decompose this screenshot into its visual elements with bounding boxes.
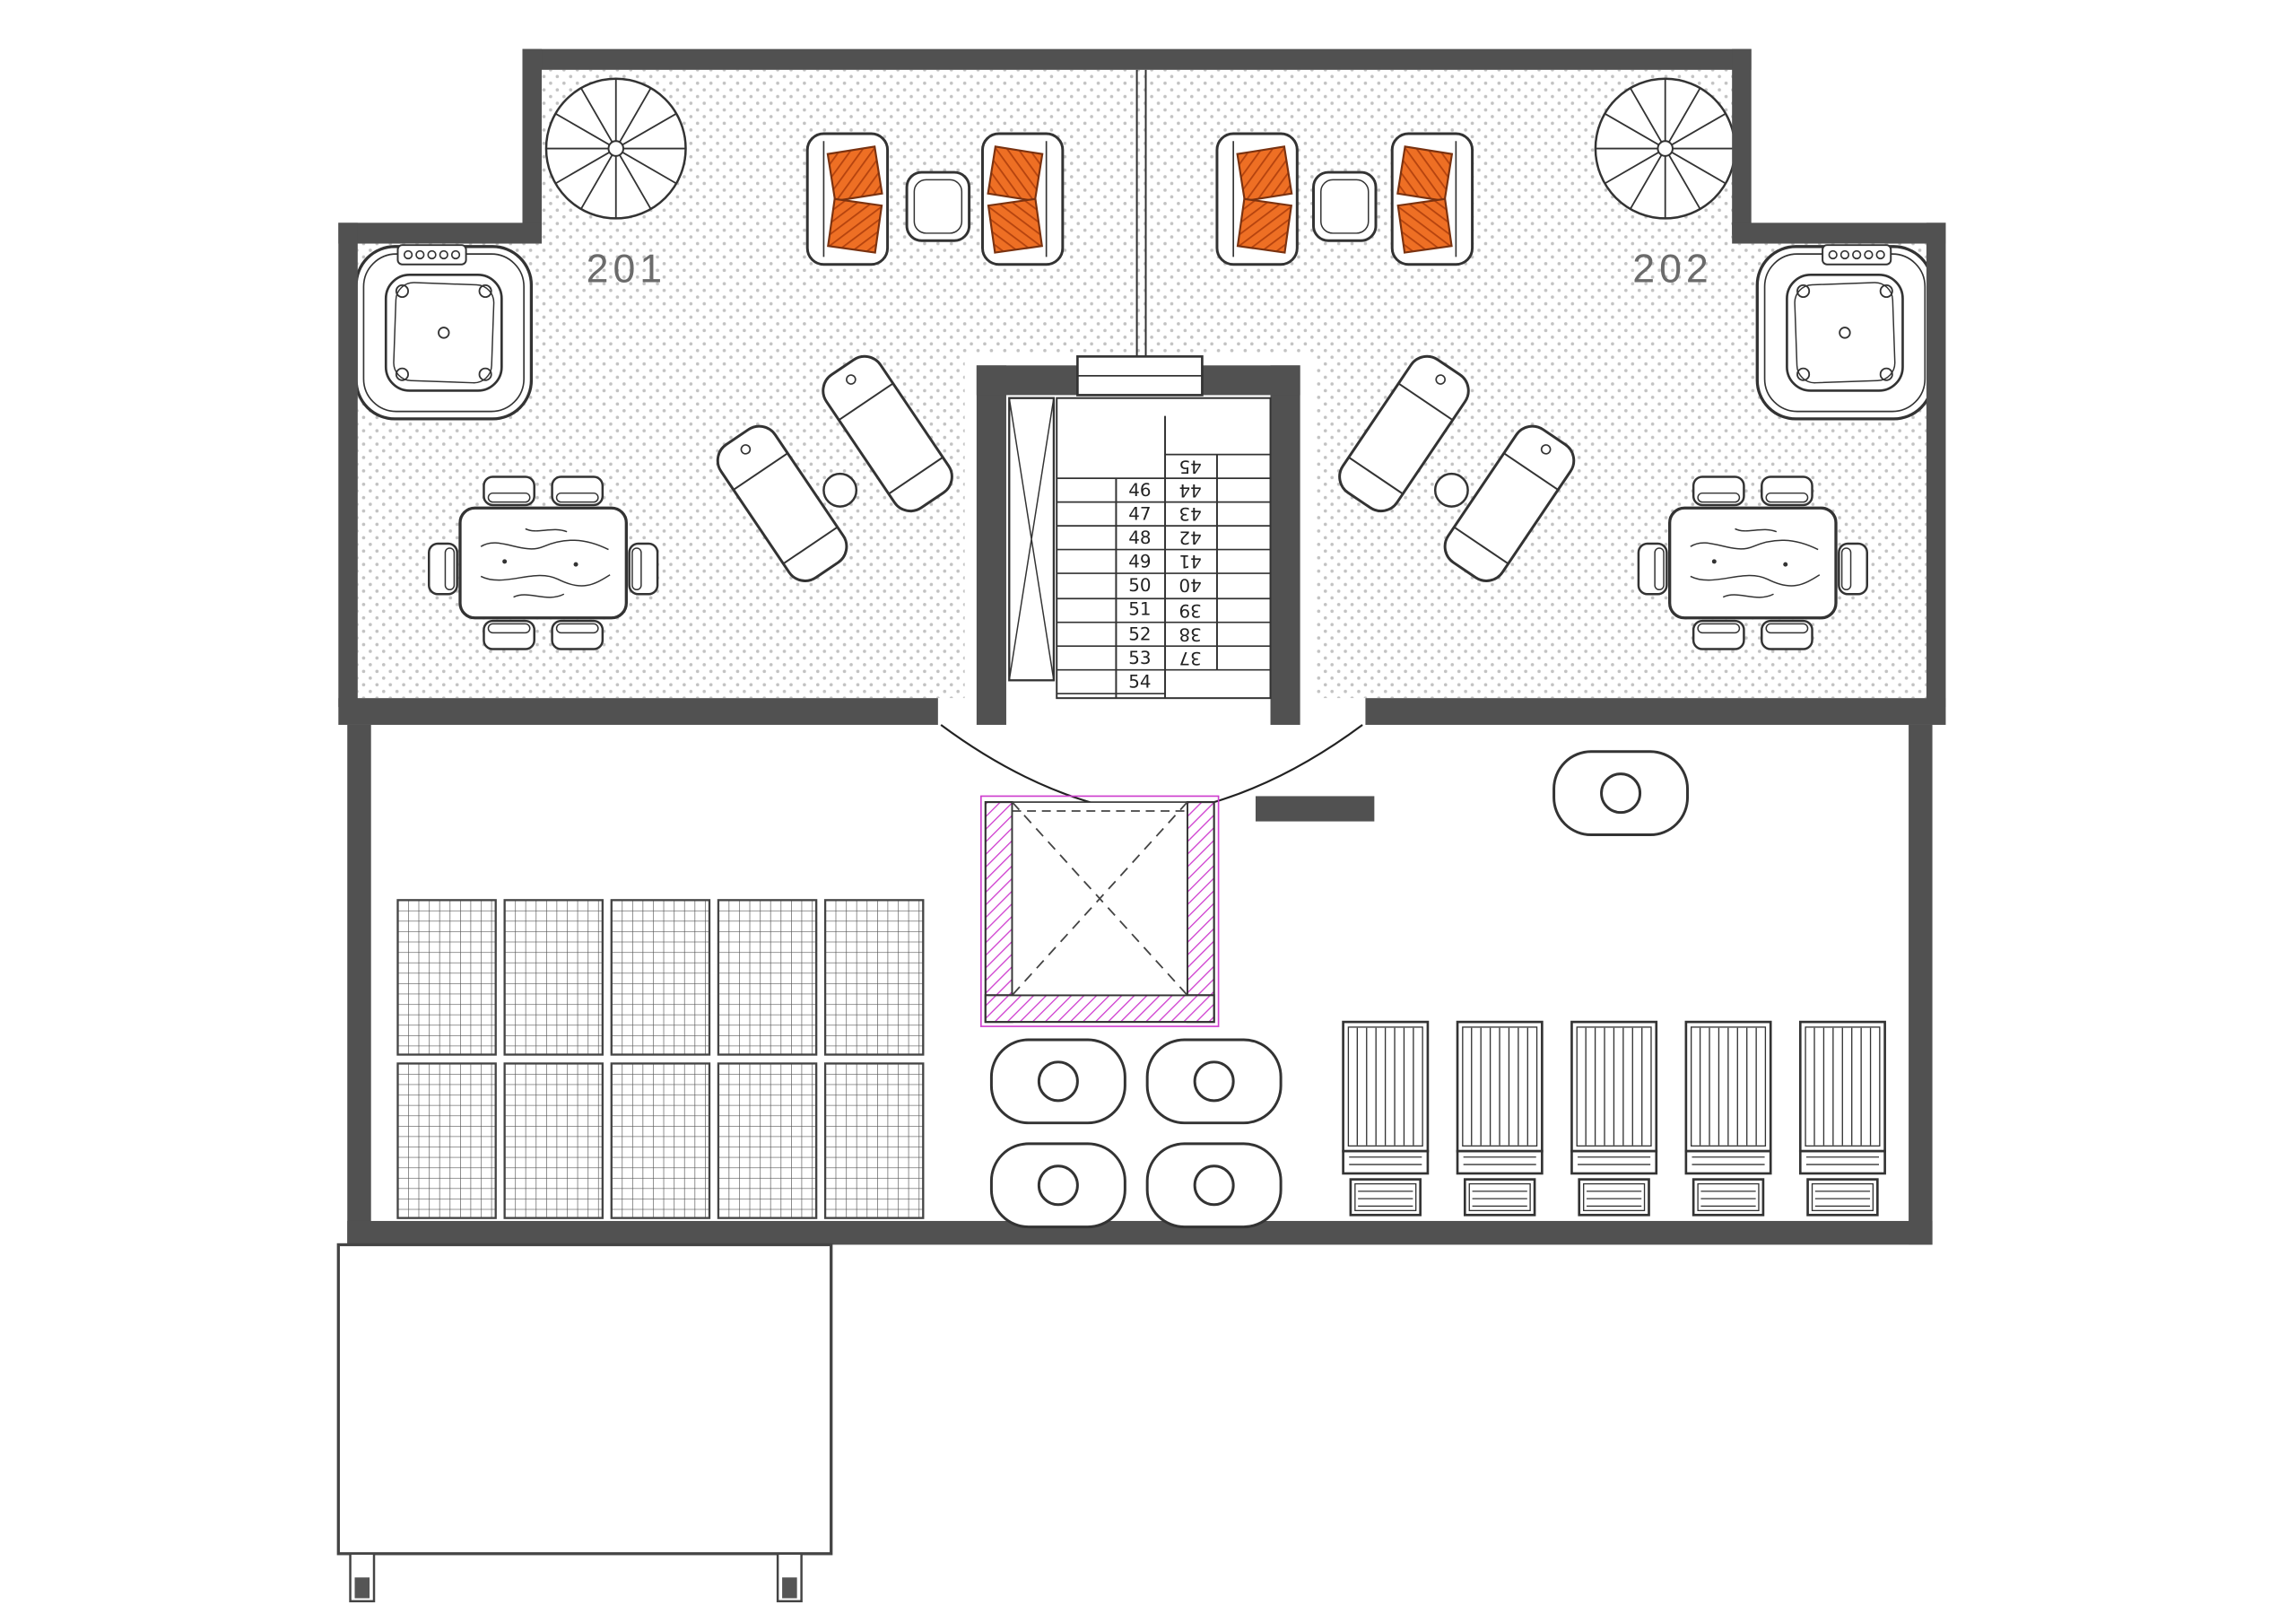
parasol-right	[1594, 77, 1736, 220]
stair-number: 53	[1128, 648, 1151, 668]
sofa	[1392, 134, 1472, 265]
stair-number: 49	[1128, 551, 1151, 571]
trellis-panel	[823, 899, 925, 1056]
duct-shaft	[1008, 397, 1056, 682]
trellis-panel	[503, 899, 604, 1056]
stair-number: 43	[1179, 503, 1202, 524]
parasol-left	[544, 77, 687, 220]
round-table	[1145, 1038, 1283, 1125]
chaise-pair-left	[709, 347, 961, 590]
staircase: 46 47 48 49 50 51 52 53 54 45 44 43 42 4…	[1008, 397, 1272, 700]
trellis-panel	[396, 899, 497, 1056]
wall-step-right	[1732, 222, 1946, 244]
elevator-wall-left	[984, 800, 1013, 1024]
wall-left	[338, 222, 358, 708]
unit-divider-wall	[1135, 69, 1147, 357]
lower-wall-left	[347, 724, 371, 1245]
stair-number: 51	[1128, 598, 1151, 619]
elevator-wall-right	[1186, 800, 1215, 1024]
wall-mid-left	[338, 698, 938, 725]
trellis-panel	[503, 1062, 604, 1219]
wall-upper-right	[1732, 48, 1752, 235]
unit-202-label: 202	[1632, 248, 1712, 292]
stair-number: 45	[1179, 456, 1202, 476]
elevator-cross	[1011, 801, 1188, 996]
stair-number: 38	[1179, 624, 1202, 644]
sun-lounger	[1456, 1020, 1544, 1216]
round-table	[1145, 1142, 1283, 1229]
stair-numbers-left: 46 47 48 49 50 51 52 53 54	[1128, 480, 1151, 693]
stair-stringers	[1115, 415, 1218, 699]
wall-upper-left	[522, 48, 543, 235]
trellis-panel	[717, 899, 818, 1056]
sun-lounger	[1570, 1020, 1658, 1216]
trellis-panel	[823, 1062, 925, 1219]
trellis-panel	[610, 1062, 711, 1219]
trellis-panel	[610, 899, 711, 1056]
core-wall-right	[1270, 365, 1300, 725]
trellis-panel	[717, 1062, 818, 1219]
sofa	[982, 134, 1062, 265]
elevator-outline	[980, 795, 1220, 1027]
wall-top	[522, 48, 1752, 70]
hot-tub-left	[343, 243, 534, 421]
core-wall-left	[976, 365, 1006, 725]
wall-stub-elevator	[1255, 796, 1375, 822]
elevator-wall-bottom	[984, 994, 1215, 1024]
stair-number: 42	[1179, 528, 1202, 548]
stair-number: 37	[1179, 648, 1202, 668]
stair-treads-left	[1057, 477, 1166, 695]
wall-step-left	[338, 222, 543, 244]
annex-structure	[336, 1243, 833, 1603]
round-table	[989, 1038, 1126, 1125]
sun-lounger	[1684, 1020, 1772, 1216]
stair-number: 54	[1128, 672, 1151, 693]
stair-number: 50	[1128, 575, 1151, 596]
stair-number: 52	[1128, 624, 1151, 645]
unit-201-label: 201	[587, 248, 666, 292]
wall-right	[1926, 222, 1946, 708]
sun-lounger	[1342, 1020, 1430, 1216]
side-table	[1433, 472, 1469, 508]
annex-foot-right	[776, 1552, 803, 1603]
lower-wall-bottom	[347, 1220, 1933, 1245]
sofa	[807, 134, 887, 265]
stair-number: 41	[1179, 551, 1202, 571]
sun-lounger	[1798, 1020, 1886, 1216]
coffee-table	[905, 170, 971, 242]
stair-number: 40	[1179, 575, 1202, 596]
round-table	[989, 1142, 1126, 1229]
sofa	[1217, 134, 1297, 265]
stair-number: 44	[1179, 480, 1202, 501]
stair-number: 47	[1128, 503, 1151, 524]
coffee-table	[1312, 170, 1378, 242]
core-window	[1076, 355, 1204, 397]
chaise-pair-right	[1330, 347, 1583, 590]
wall-mid-right	[1365, 698, 1946, 725]
trellis-panel	[396, 1062, 497, 1219]
round-table	[1552, 750, 1690, 836]
stair-number: 39	[1179, 600, 1202, 621]
annex-foot-left	[349, 1552, 376, 1603]
hot-tub-right	[1755, 243, 1946, 421]
stair-number: 46	[1128, 480, 1151, 501]
stair-numbers-right: 45 44 43 42 41 40 39 38 37	[1179, 456, 1202, 668]
elevator	[980, 795, 1220, 1027]
sun-loungers	[1342, 1020, 1886, 1216]
trellis-grid-panels	[396, 899, 925, 1219]
lower-wall-right	[1909, 724, 1933, 1245]
side-table	[822, 472, 858, 508]
stair-number: 48	[1128, 528, 1151, 548]
